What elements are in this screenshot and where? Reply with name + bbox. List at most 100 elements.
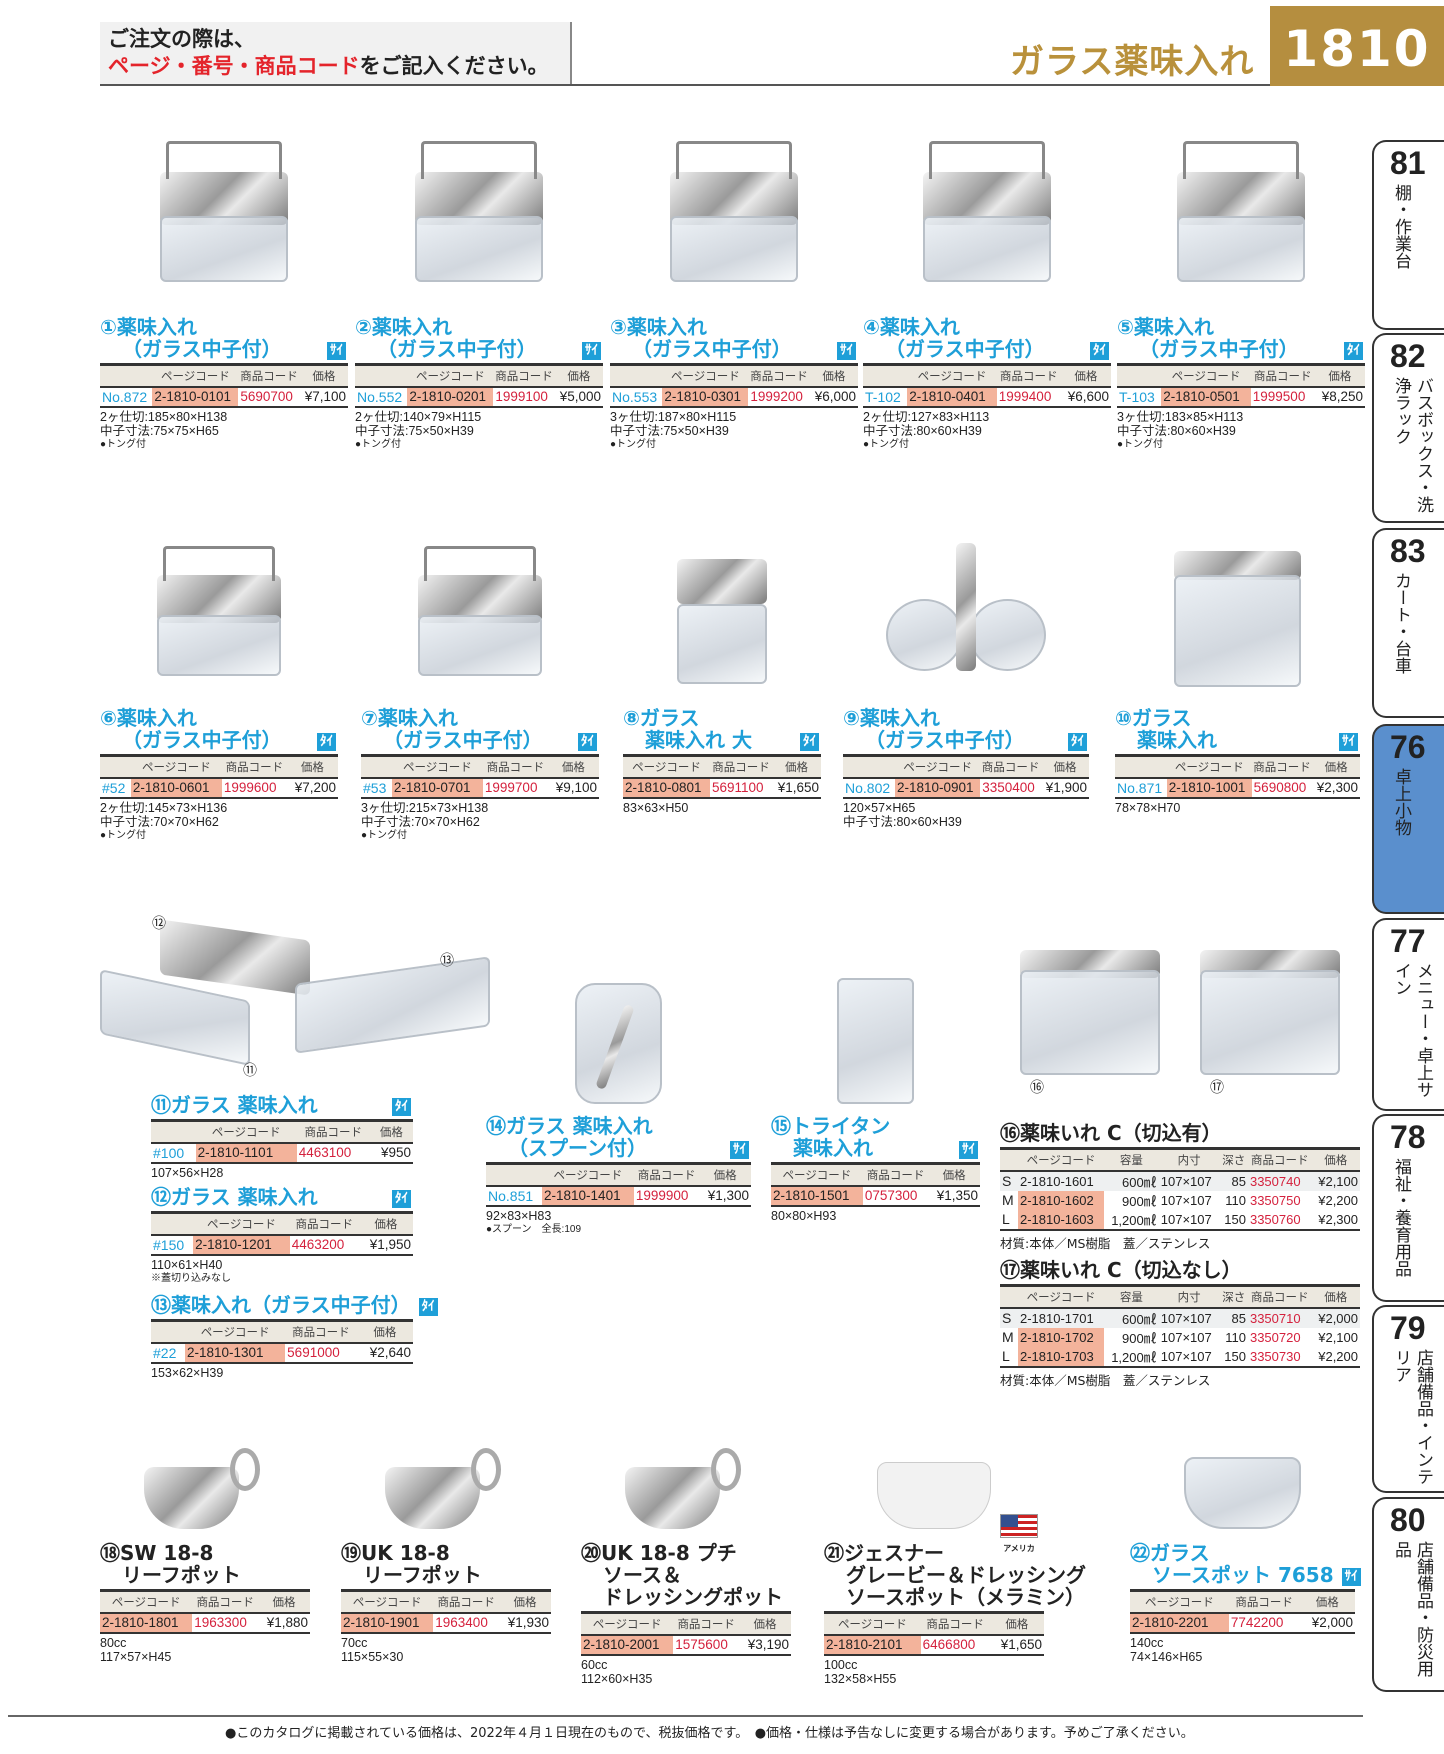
spec-line: ●トング付 xyxy=(100,438,147,450)
product-title-line1: ⑪ガラス 薬味入れ xyxy=(151,1093,318,1117)
page-code-header: ページコード xyxy=(662,363,749,388)
price-header: 価格 xyxy=(699,1162,751,1187)
spec-line: 83×63×H50 xyxy=(623,800,689,815)
product-code-header: 商品コード xyxy=(920,1611,990,1636)
product-title-line1: ⑦薬味入れ xyxy=(361,706,458,730)
price: ¥8,250 xyxy=(1314,386,1365,408)
product-card: ㉑ジェスナーグレービー＆ドレッシングソースポット（メラミン）アメリカページコード… xyxy=(824,1443,1086,1686)
page-code-header: ページコード xyxy=(391,754,483,779)
photo-shape xyxy=(956,543,976,671)
material-note: 材質:本体／MS樹脂 蓋／ステンレス xyxy=(1000,1235,1211,1251)
page-code-header: ページコード xyxy=(100,1589,193,1614)
product-code-header: 商品コード xyxy=(238,363,300,388)
product-photo xyxy=(398,137,559,312)
origin-badge: ｻｲ xyxy=(837,342,856,360)
product-photo xyxy=(906,137,1067,312)
origin-badge: ｻｲ xyxy=(1339,733,1358,751)
model-number: #22 xyxy=(151,1342,185,1364)
spec-line: 115×55×30 xyxy=(341,1649,404,1664)
origin-badge: ｻｲ xyxy=(327,342,346,360)
inner-size: 107×107 xyxy=(1160,1329,1212,1345)
page-code: 2-1810-0501 xyxy=(1161,386,1251,408)
price-header: 価格 xyxy=(554,363,603,388)
page-code: 2-1810-0901 xyxy=(895,777,981,799)
photo-shape xyxy=(418,615,542,676)
capacity: 600㎖ xyxy=(1103,1170,1159,1191)
product-code: 3350720 xyxy=(1249,1329,1301,1345)
page-code: 2-1810-1401 xyxy=(542,1185,634,1207)
photo-shape xyxy=(143,1466,240,1529)
product-title: ⑧ガラス薬味入れ 大ﾀｲ xyxy=(623,707,821,751)
photo-shape xyxy=(384,1466,481,1529)
product-code-header: 商品コード xyxy=(748,363,810,388)
price: ¥2,200 xyxy=(1318,1192,1358,1208)
spec-line: 中子寸法:75×75×H65 xyxy=(100,423,219,438)
photo-number-label: ⑪ xyxy=(243,1063,257,1079)
product-title-line1: ①薬味入れ xyxy=(100,315,197,339)
product-code-header: 商品コード xyxy=(296,1119,370,1144)
page-code: 2-1810-1603 xyxy=(1018,1209,1104,1231)
price-header: 価格 xyxy=(499,1589,551,1614)
product-title: ④薬味入れ（ガラス中子付）ﾀｲ xyxy=(863,316,1111,360)
section-tab-label: 店舗備品・インテリア xyxy=(1391,1349,1433,1485)
price-header: 価格 xyxy=(772,754,821,779)
product-title-line2: （ガラス中子付） xyxy=(865,728,1025,752)
inner-size: 107×107 xyxy=(1158,1209,1220,1231)
price: ¥1,350 xyxy=(928,1185,980,1207)
product-photo xyxy=(618,1443,755,1538)
capacity-header: 容量 xyxy=(1103,1147,1159,1172)
price-table-header: ページコード商品コード価格 xyxy=(341,1589,551,1614)
section-tab-number: 83 xyxy=(1390,533,1426,569)
photo-shape xyxy=(676,603,768,684)
price-table-header: ページコード商品コード価格 xyxy=(100,754,338,779)
page-code-header: ページコード xyxy=(623,754,710,779)
page-code: 2-1810-1701 xyxy=(1018,1307,1104,1328)
spec-line: 153×62×H39 xyxy=(151,1365,224,1380)
product-title-line1: ⑬薬味入れ（ガラス中子付）ﾀｲ xyxy=(151,1293,438,1317)
photo-shape xyxy=(710,1447,741,1491)
product-specs: 80×80×H93 xyxy=(771,1209,980,1223)
spec-line: 120×57×H65 xyxy=(843,800,916,815)
product-code-header: 商品コード xyxy=(1228,1589,1300,1614)
page-code: 2-1810-1201 xyxy=(193,1234,290,1256)
product-photo xyxy=(143,137,304,312)
photo-shape xyxy=(424,546,536,582)
page-code: 2-1810-0701 xyxy=(391,777,483,799)
photo-shape xyxy=(1200,970,1340,1075)
price-table-header: ページコード商品コード価格 xyxy=(843,754,1089,779)
spec-line: 117×57×H45 xyxy=(100,1649,172,1664)
price-table-header: ページコード商品コード価格 xyxy=(863,363,1111,388)
product-title-line1: ⑫ガラス 薬味入れ xyxy=(151,1185,318,1209)
photo-shape xyxy=(624,1466,721,1529)
origin-badge: ｻｲ xyxy=(582,342,601,360)
page-code: 2-1810-0801 xyxy=(623,777,710,799)
product-code-header: 商品コード xyxy=(482,754,548,779)
flag-label: アメリカ xyxy=(1003,1544,1035,1553)
product-title-line1: ⑭ガラス 薬味入れ xyxy=(486,1114,653,1138)
product-title-line1: ⑳UK 18-8 プチ xyxy=(581,1541,737,1565)
product-code: 1999100 xyxy=(493,386,555,408)
price-header: 価格 xyxy=(356,1319,413,1344)
product-code-header: 商品コード xyxy=(1251,754,1313,779)
spec-line: 110×61×H40 xyxy=(151,1257,223,1272)
product-code-header: 商品コード xyxy=(673,1611,740,1636)
